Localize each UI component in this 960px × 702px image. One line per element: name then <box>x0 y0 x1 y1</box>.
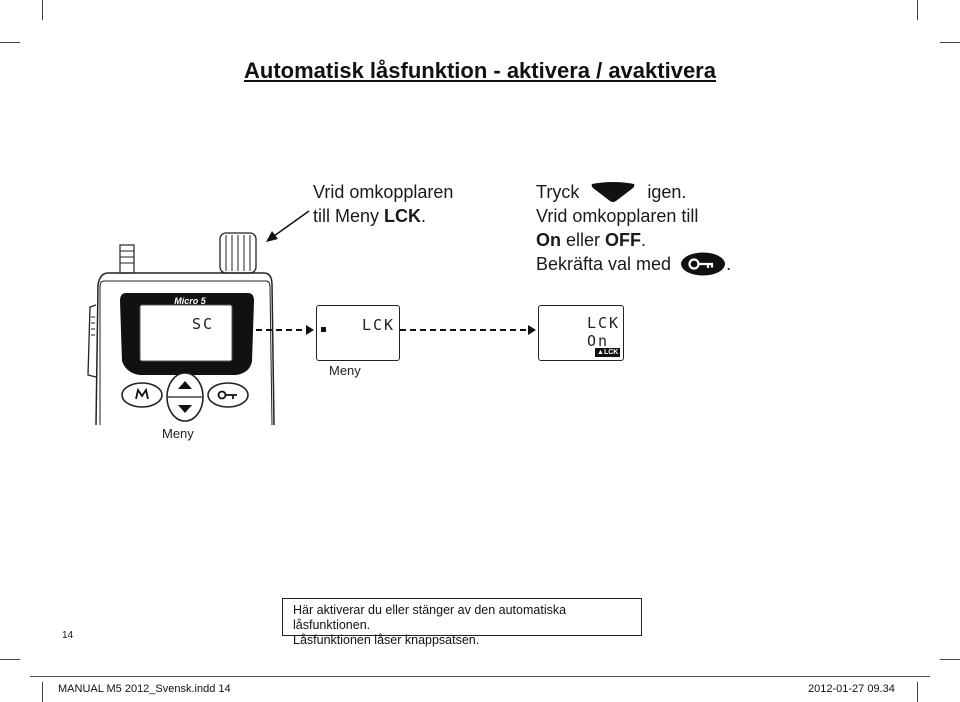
step1-line1: Vrid omkopplaren <box>313 182 454 202</box>
display-lck: LCK <box>316 305 400 361</box>
note-line1: Här aktiverar du eller stänger av den au… <box>293 603 567 632</box>
step1-instruction: Vrid omkopplaren till Meny LCK. <box>313 180 453 228</box>
display-lck-on: LCK On ▲LCK <box>538 305 624 361</box>
page-number: 14 <box>62 630 74 641</box>
pointer-arrow <box>266 210 310 242</box>
crop-mark <box>0 42 20 43</box>
footer-timestamp: 2012-01-27 09.34 <box>808 683 895 695</box>
info-note-box: Här aktiverar du eller stänger av den au… <box>282 598 642 647</box>
display-on-line1: LCK <box>587 314 621 332</box>
device-lcd-text: SC <box>192 315 215 333</box>
menu-label-right: Meny <box>329 363 361 378</box>
step1-line2: till Meny LCK. <box>313 206 427 226</box>
step2-instruction: Tryck igen. Vrid omkopplaren till On ell… <box>536 180 731 276</box>
menu-label-left: Meny <box>162 426 194 441</box>
step2-line3: On eller OFF. <box>536 230 647 250</box>
crop-mark <box>940 659 960 660</box>
page-title: Automatisk låsfunktion - aktivera / avak… <box>244 58 716 83</box>
display-lck-text: LCK <box>362 316 396 334</box>
key-icon <box>681 252 726 276</box>
crop-mark <box>0 659 20 660</box>
flow-connector <box>236 325 536 335</box>
step2-line1: Tryck igen. <box>536 182 687 202</box>
crop-mark <box>917 0 918 20</box>
crop-mark <box>940 42 960 43</box>
crop-mark <box>42 682 43 702</box>
radio-device-illustration <box>87 232 275 425</box>
step2-line2: Vrid omkopplaren till <box>536 206 699 226</box>
display-on-line2: On <box>587 332 610 350</box>
crop-mark <box>917 682 918 702</box>
cursor-dot <box>321 327 326 332</box>
note-line2: Låsfunktionen låser knappsatsen. <box>293 633 480 647</box>
crop-mark <box>42 0 43 20</box>
step2-line4: Bekräfta val med . <box>536 252 732 276</box>
footer-rule <box>30 676 930 677</box>
footer-file-info: MANUAL M5 2012_Svensk.indd 14 <box>58 683 231 695</box>
down-arrow-icon <box>592 182 635 202</box>
device-brand: Micro 5 <box>174 296 206 306</box>
lock-status-badge: ▲LCK <box>595 348 621 357</box>
